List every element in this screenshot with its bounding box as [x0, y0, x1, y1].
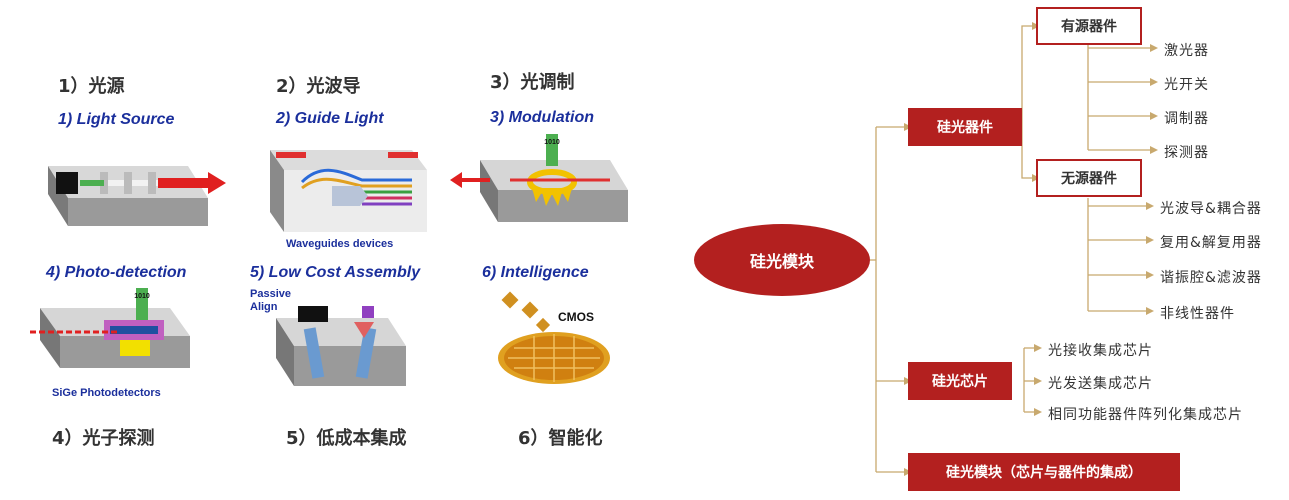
label-en-low-cost-assembly: 5) Low Cost Assembly: [250, 264, 421, 281]
leaf-detector: 探测器: [1164, 145, 1209, 161]
cmos-wafer-illustration: [498, 291, 610, 384]
detector-chip-label: 1010: [134, 293, 150, 300]
input-arrow-icon: [450, 172, 490, 188]
laser-chip-icon: [56, 172, 78, 194]
node-silicon-chips: 硅光芯片: [908, 362, 1012, 400]
waveguide-illustration: [270, 150, 427, 232]
leaf-optical-switch: 光开关: [1164, 77, 1209, 93]
label-cn-low-cost-assembly: 5）低成本集成: [286, 428, 407, 449]
leaf-waveguide-coupler: 光波导&耦合器: [1160, 201, 1262, 217]
label-cn-light-source: 1）光源: [58, 76, 125, 97]
caption-passive-align: Passive Align: [250, 288, 291, 313]
leaf-receiver-chip: 光接收集成芯片: [1048, 343, 1153, 359]
caption-sige-photodetectors: SiGe Photodetectors: [52, 387, 161, 399]
label-en-guide-light: 2) Guide Light: [276, 110, 384, 127]
caption-cmos: CMOS: [558, 310, 594, 324]
leaf-mux-demux: 复用&解复用器: [1160, 235, 1262, 251]
root-node: 硅光模块: [694, 224, 870, 296]
leaf-modulator: 调制器: [1164, 111, 1209, 127]
leaf-nonlinear-device: 非线性器件: [1160, 306, 1235, 322]
photodetector-illustration: 1010: [30, 288, 190, 368]
label-en-light-source: 1) Light Source: [58, 111, 175, 128]
leaf-laser: 激光器: [1164, 43, 1209, 59]
node-silicon-module-integration: 硅光模块（芯片与器件的集成）: [908, 453, 1180, 491]
leaf-array-chip: 相同功能器件阵列化集成芯片: [1048, 407, 1243, 423]
label-cn-photo-detection: 4）光子探测: [52, 428, 155, 449]
modulation-illustration: 1010: [450, 134, 628, 222]
label-cn-modulation: 3）光调制: [490, 72, 575, 93]
leaf-resonator-filter: 谐振腔&滤波器: [1160, 270, 1262, 286]
label-en-modulation: 3) Modulation: [490, 109, 594, 126]
label-cn-intelligence: 6）智能化: [518, 428, 603, 449]
node-active-devices: 有源器件: [1036, 7, 1142, 45]
assembly-illustration: [276, 306, 406, 386]
node-silicon-devices: 硅光器件: [908, 108, 1022, 146]
label-en-photo-detection: 4) Photo-detection: [46, 264, 187, 281]
label-en-intelligence: 6) Intelligence: [482, 264, 589, 281]
label-cn-guide-light: 2）光波导: [276, 76, 361, 97]
light-arrow-icon: [158, 172, 226, 194]
leaf-transmitter-chip: 光发送集成芯片: [1048, 376, 1153, 392]
light-source-illustration: [48, 166, 226, 226]
node-passive-devices: 无源器件: [1036, 159, 1142, 197]
caption-waveguides: Waveguides devices: [286, 238, 394, 250]
modulation-chip-label: 1010: [544, 139, 560, 146]
